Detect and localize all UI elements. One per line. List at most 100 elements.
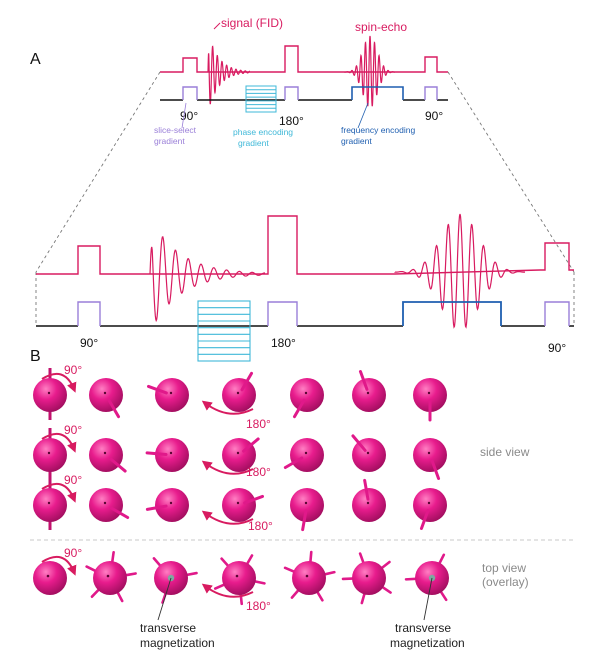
spin-sphere-icon (33, 428, 67, 480)
magnetization-arrow-icon (351, 434, 367, 452)
rotation-arrow-icon (201, 400, 254, 415)
transverse-leader-right (423, 577, 433, 621)
zoom-guide-lines (35, 71, 575, 273)
spin-sphere-icon (33, 561, 67, 595)
rotation-arrow-icon (41, 432, 77, 453)
top-90-right-label: 90° (425, 109, 443, 123)
rotation-arrows: 90° 90° 90° 90° 180° 180° 180° 180° (41, 363, 273, 613)
spin-sphere-icon (341, 552, 392, 605)
spin-sphere-icon (89, 378, 123, 419)
spin-sphere-icon (222, 488, 264, 522)
spin-sphere-icon (152, 557, 198, 604)
rotation-180-label: 180° (246, 599, 271, 613)
spin-sphere-icon (413, 488, 447, 530)
top-rf-signal-line (160, 45, 448, 73)
slice-select-label-2: gradient (154, 136, 185, 146)
magnetization-arrow-icon (147, 384, 168, 395)
top-echo-wave (344, 35, 395, 107)
signal-fid-label: signal (FID) (221, 16, 283, 30)
rotation-arrow-icon (201, 510, 254, 525)
magnetization-arrow-icon (107, 398, 120, 419)
magnetization-arrow-icon (145, 504, 168, 511)
rotation-90-label: 90° (64, 423, 82, 437)
spin-echo-label: spin-echo (355, 20, 407, 34)
magnetization-arrow-icon (109, 506, 130, 519)
rotation-arrow-icon (41, 372, 77, 393)
spin-sphere-icon (213, 554, 266, 606)
spin-sphere-icon (352, 370, 386, 412)
magnetization-arrow-icon (419, 509, 430, 530)
transverse-label-right-1: transverse (395, 621, 451, 635)
magnetization-arrow-icon (283, 456, 304, 469)
spin-sphere-icon (352, 478, 386, 522)
transverse-label-left-2: magnetization (140, 636, 215, 650)
frequency-encoding-label-1: frequency encoding (341, 125, 415, 135)
top-view-label-1: top view (482, 561, 526, 575)
spin-sphere-icon (290, 488, 324, 532)
spin-sphere-icon (283, 550, 336, 602)
rotation-90-label: 90° (64, 363, 82, 377)
top-slice-gradient-pulses (182, 86, 438, 100)
spin-sphere-icon (290, 378, 324, 419)
bottom-90-right-label: 90° (548, 341, 566, 355)
frequency-encoding-label-2: gradient (341, 136, 372, 146)
slice-label-leader (181, 102, 187, 129)
top-fid-wave (207, 45, 250, 105)
transverse-label-left-1: transverse (140, 621, 196, 635)
freq-label-leader (357, 102, 369, 129)
bottom-rf-signal-line (36, 215, 574, 275)
spin-sphere-icon (351, 434, 386, 472)
spin-sphere-grid (33, 368, 449, 606)
spin-sphere-icon (85, 550, 137, 603)
bottom-frequency-gradient (402, 301, 502, 326)
magnetization-arrow-icon (145, 451, 168, 456)
magnetization-arrow-icon (301, 509, 308, 532)
spin-sphere-icon (89, 488, 130, 522)
bottom-phase-encoding-gradient (197, 300, 251, 362)
transverse-leader-left (157, 577, 172, 621)
signal-label-leader (213, 22, 221, 30)
magnetization-arrow-icon (358, 370, 369, 391)
spin-sphere-icon (222, 437, 260, 472)
rotation-180-label: 180° (246, 465, 271, 479)
magnetization-arrow-icon (243, 494, 264, 505)
side-view-label: side view (480, 445, 530, 459)
rotation-180-label: 180° (248, 519, 273, 533)
transverse-label-right-2: magnetization (390, 636, 465, 650)
spin-sphere-icon (89, 438, 127, 473)
spin-sphere-icon (147, 378, 189, 412)
bottom-180-label: 180° (271, 336, 296, 350)
bottom-fid-wave (149, 236, 266, 323)
spin-sphere-icon (145, 488, 189, 522)
top-phase-encoding-gradient (245, 85, 277, 113)
rotation-arrow-icon (201, 583, 254, 598)
spin-sphere-icon (222, 371, 256, 412)
magnetization-arrow-icon (430, 459, 441, 480)
top-view-label-2: (overlay) (482, 575, 529, 589)
bottom-echo-wave (394, 213, 526, 329)
phase-encoding-label-1: phase encoding (233, 127, 293, 137)
spin-sphere-icon (145, 438, 189, 472)
magnetization-arrow-icon (109, 457, 127, 473)
slice-select-label-1: slice-select (154, 125, 197, 135)
zoom-guide-lines-lower (35, 272, 575, 326)
top-180-label: 180° (279, 114, 304, 128)
rotation-90-label: 90° (64, 546, 82, 560)
rotation-arrow-icon (201, 460, 254, 475)
rotation-180-label: 180° (246, 417, 271, 431)
magnetization-arrow-icon (240, 371, 253, 392)
bottom-90-left-label: 90° (80, 336, 98, 350)
spin-sphere-icon (404, 553, 449, 602)
bottom-slice-gradient-pulses (77, 301, 570, 326)
spin-sphere-icon (413, 438, 447, 480)
magnetization-arrow-icon (363, 478, 370, 501)
panel-b-letter: B (30, 348, 41, 365)
rotation-arrow-icon (41, 555, 77, 576)
rotation-arrow-icon (41, 482, 77, 503)
rotation-90-label: 90° (64, 473, 82, 487)
spin-sphere-icon (283, 438, 324, 472)
magnetization-arrow-icon (242, 437, 260, 453)
magnetization-arrow-icon (293, 398, 306, 419)
top-frequency-gradient (351, 86, 404, 100)
